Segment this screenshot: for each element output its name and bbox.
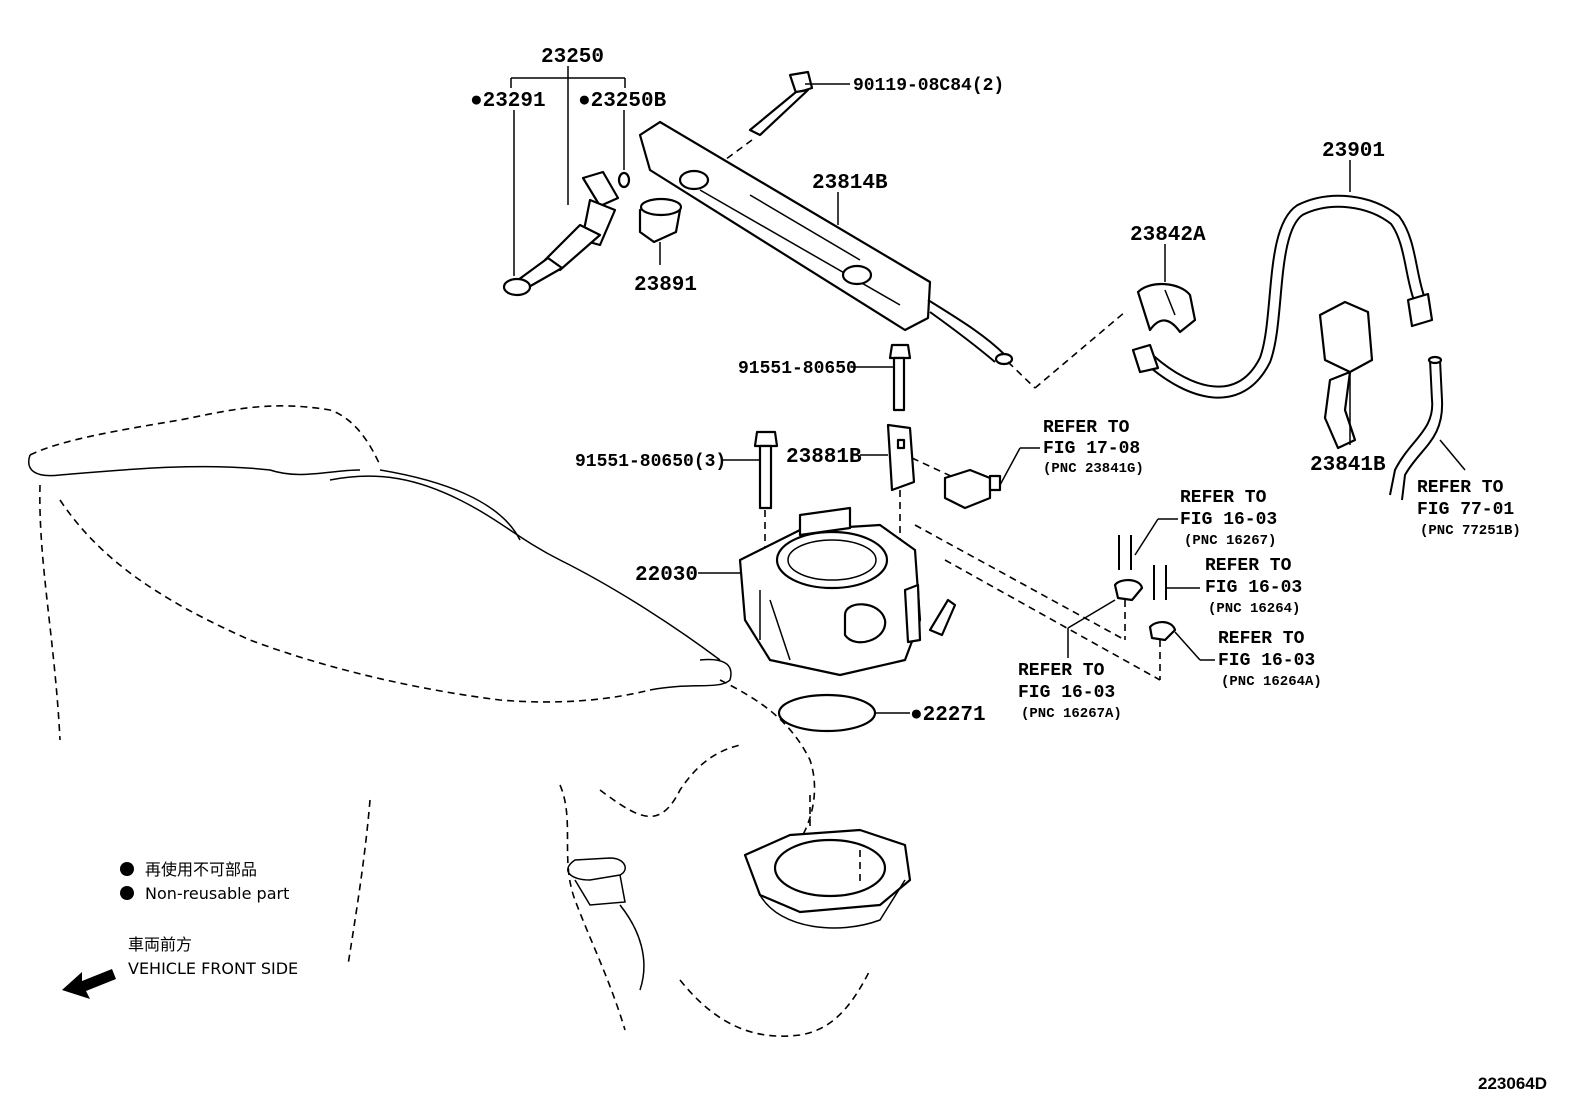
- label-23881b[interactable]: 23881B: [786, 446, 862, 469]
- label-23250b[interactable]: ●23250B: [578, 90, 667, 113]
- diagram-code: 223064D: [1478, 1074, 1547, 1093]
- ref-77-01-line1: REFER TO: [1417, 478, 1504, 498]
- label-91551-upper[interactable]: 91551-80650: [738, 359, 857, 379]
- fuel-delivery-pipe: [638, 120, 1126, 389]
- injector-spacer: [638, 197, 683, 244]
- non-reusable-bullet-icon: [120, 862, 134, 876]
- ref-fig-16-03-16267[interactable]: REFER TO FIG 16-03 (PNC 16267): [1180, 488, 1277, 549]
- evap-line: [1389, 355, 1444, 501]
- legend-front-en: VEHICLE FRONT SIDE: [128, 959, 298, 978]
- ref-16267-line1: REFER TO: [1180, 488, 1267, 508]
- label-23842a[interactable]: 23842A: [1130, 224, 1206, 247]
- hose-bracket: [1318, 300, 1374, 450]
- intake-flange: [743, 795, 912, 929]
- label-23891[interactable]: 23891: [634, 274, 697, 297]
- label-22030[interactable]: 22030: [635, 564, 698, 587]
- label-23250[interactable]: 23250: [541, 46, 604, 69]
- front-arrow-icon: [62, 969, 116, 999]
- ref-16267a-line3: (PNC 16267A): [1021, 706, 1122, 722]
- label-22271[interactable]: ●22271: [910, 704, 986, 727]
- engine-outline: [28, 405, 871, 1037]
- label-23841b[interactable]: 23841B: [1310, 454, 1386, 477]
- ref-16264a-line1: REFER TO: [1218, 629, 1305, 649]
- ref-77-01-line2: FIG 77-01: [1417, 500, 1514, 520]
- vacuum-switch: [943, 468, 1002, 510]
- ref-17-08-line1: REFER TO: [1043, 418, 1130, 438]
- reference-labels: REFER TO FIG 17-08 (PNC 23841G) REFER TO…: [1018, 418, 1521, 722]
- throttle-gasket: [777, 693, 877, 733]
- label-91551-x3[interactable]: 91551-80650(3): [575, 452, 726, 472]
- delivery-pipe-bolt: [717, 70, 814, 166]
- throttle-body: [738, 506, 957, 677]
- ref-17-08-line3: (PNC 23841G): [1043, 461, 1144, 477]
- ref-16267-line3: (PNC 16267): [1184, 533, 1276, 549]
- label-90119[interactable]: 90119-08C84(2): [853, 76, 1004, 96]
- water-bypass-hoses: [914, 524, 1177, 681]
- ref-16264a-line3: (PNC 16264A): [1221, 674, 1322, 690]
- hose-clamp: [1136, 283, 1197, 334]
- fuel-hose: [1131, 194, 1434, 399]
- ref-fig-77-01[interactable]: REFER TO FIG 77-01 (PNC 77251B): [1417, 478, 1521, 539]
- ref-16267a-line1: REFER TO: [1018, 661, 1105, 681]
- ref-16264-line2: FIG 16-03: [1205, 578, 1302, 598]
- ref-16267-line2: FIG 16-03: [1180, 510, 1277, 530]
- part-labels: 23250 ●23291 ●23250B 90119-08C84(2) 2381…: [470, 46, 1386, 727]
- throttle-bolt-upper: [888, 343, 912, 412]
- leader-lines: [510, 66, 1466, 714]
- ref-16264-line1: REFER TO: [1205, 556, 1292, 576]
- injector-o-ring: [617, 171, 631, 189]
- ref-fig-16-03-16267a[interactable]: REFER TO FIG 16-03 (PNC 16267A): [1018, 661, 1122, 722]
- ref-16267a-line2: FIG 16-03: [1018, 683, 1115, 703]
- legend-nonreuse-en: Non-reusable part: [145, 884, 289, 903]
- ref-fig-17-08[interactable]: REFER TO FIG 17-08 (PNC 23841G): [1043, 418, 1144, 477]
- ref-16264-line3: (PNC 16264): [1208, 601, 1300, 617]
- legend-front-jp: 車両前方: [128, 935, 192, 954]
- non-reusable-bullet-icon: [120, 886, 134, 900]
- fuel-injector: [502, 170, 620, 297]
- label-23901[interactable]: 23901: [1322, 140, 1385, 163]
- ref-17-08-line2: FIG 17-08: [1043, 439, 1140, 459]
- ref-77-01-line3: (PNC 77251B): [1420, 523, 1521, 539]
- label-23814b[interactable]: 23814B: [812, 172, 888, 195]
- label-23291[interactable]: ●23291: [470, 90, 546, 113]
- ref-fig-16-03-16264[interactable]: REFER TO FIG 16-03 (PNC 16264): [1205, 556, 1302, 617]
- legend: 再使用不可部品 Non-reusable part 車両前方 VEHICLE F…: [62, 860, 298, 999]
- ref-16264a-line2: FIG 16-03: [1218, 651, 1315, 671]
- legend-nonreuse-jp: 再使用不可部品: [145, 860, 257, 879]
- ref-fig-16-03-16264a[interactable]: REFER TO FIG 16-03 (PNC 16264A): [1218, 629, 1322, 690]
- throttle-bolts: [753, 430, 779, 615]
